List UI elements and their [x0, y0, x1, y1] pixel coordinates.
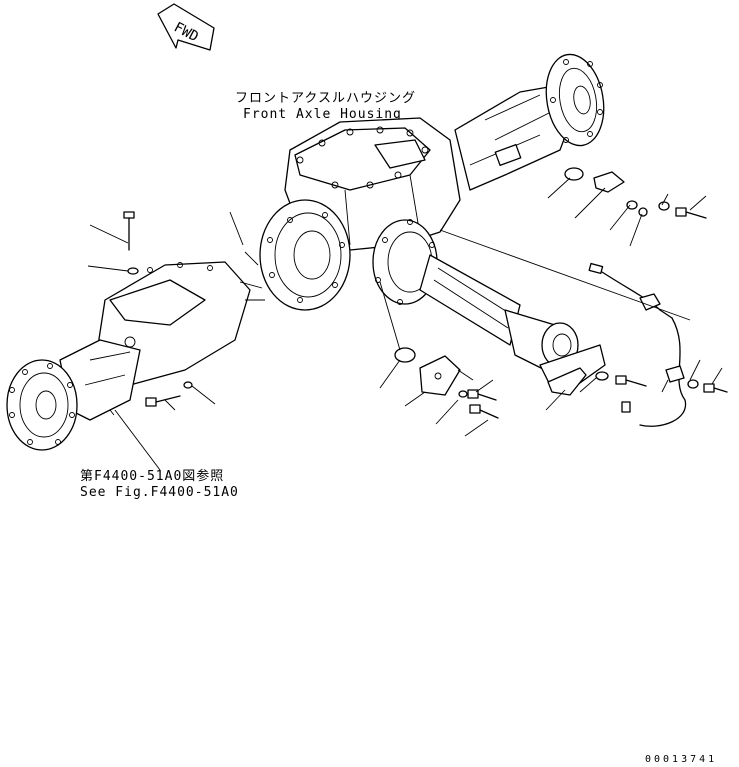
reference-label-jp: 第F4400-51A0図参照: [80, 468, 224, 484]
housing-label-jp: フロントアクスルハウジング: [235, 91, 416, 106]
sensor-parts: [564, 167, 728, 427]
fwd-arrow-icon: FWD: [157, 3, 215, 51]
left-bolt-set: [109, 381, 193, 416]
left-axle-housing: [6, 261, 265, 451]
drive-shaft: [419, 254, 606, 391]
reference-label-en: See Fig.F4400-51A0: [80, 485, 239, 500]
drawing-number: 00013741: [645, 754, 717, 765]
differential-housing: [259, 117, 461, 311]
breather-part: [123, 211, 139, 275]
housing-label-en: Front Axle Housing: [243, 107, 402, 122]
bottom-center-parts: [394, 347, 647, 419]
right-axle-tube: [454, 53, 605, 191]
leader-lines: [87, 177, 723, 471]
